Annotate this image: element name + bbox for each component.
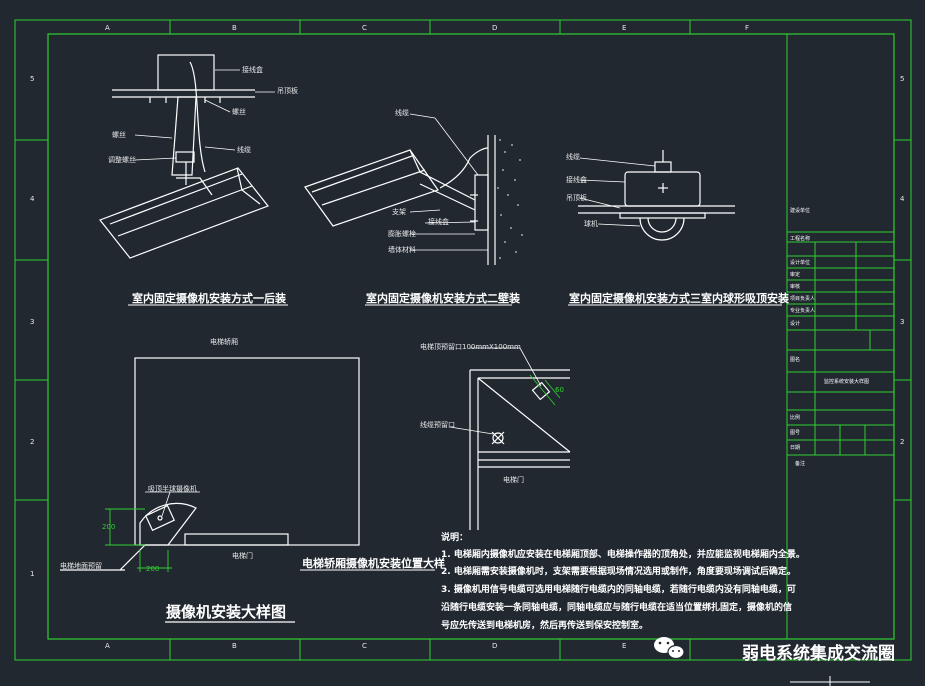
fig1-label-adj-screw: 调整螺丝 — [108, 156, 136, 164]
grid-col-b-bottom: B — [232, 642, 237, 650]
title-block-frame — [786, 34, 894, 639]
fig3-label-1: 线缆 — [566, 153, 580, 161]
grid-col-a-bottom: A — [105, 642, 110, 650]
fig1-leaders — [134, 69, 275, 161]
notes-line-5: 号应先传送到电梯机房，然后再传送到保安控制室。 — [441, 621, 649, 631]
fig4-door-label: 电梯门 — [232, 552, 253, 560]
fig2-wall-hatch — [497, 139, 523, 259]
notes-line-2: 2. 电梯厢需安装摄像机时，支架需要根据现场情况选用或制作，角度要现场调试后确定… — [441, 567, 796, 577]
inner-border — [47, 33, 895, 640]
tb-r14: 备注 — [795, 461, 806, 467]
fig2-label-cable: 线缆 — [395, 109, 409, 117]
grid-row-5: 5 — [30, 75, 35, 83]
fig1-label-ceiling: 吊顶板 — [277, 87, 298, 95]
fig5-leaders — [449, 347, 542, 435]
fig3-title: 室内固定摄像机安装方式三室内球形吸顶安装 — [569, 292, 789, 305]
fig4-camera-note: 吸顶半球摄像机 — [148, 485, 197, 493]
grid-row-4: 4 — [30, 195, 35, 203]
fig4-drawing — [60, 357, 360, 571]
tb-r13: 日期 — [790, 445, 801, 451]
wechat-icon — [654, 637, 685, 660]
fig2-label-anchor: 膨胀螺栓 — [388, 230, 416, 238]
notes-line-1: 1. 电梯厢内摄像机应安装在电梯厢顶部、电梯操作器的顶角处，并应能监视电梯厢内全… — [441, 550, 805, 560]
fig2-leaders — [409, 113, 488, 251]
fig3-drawing — [578, 150, 735, 241]
fig3-leaders — [579, 157, 656, 227]
fig2-label-box: 接线盒 — [428, 218, 449, 226]
fig4-elevator-label: 电梯轿厢 — [210, 338, 238, 346]
fig4-dim-h: 200 — [146, 565, 160, 573]
notes-heading: 说明： — [441, 533, 469, 543]
grid-row-4-right: 4 — [900, 195, 905, 203]
fig5-drawing — [469, 369, 571, 530]
fig3-label-2: 接线盒 — [566, 176, 587, 184]
grid-col-b: B — [232, 24, 237, 32]
fig5-top-note: 电梯顶预留口100mmX100mm — [420, 343, 521, 351]
grid-col-e: E — [622, 24, 627, 32]
grid-col-a: A — [105, 24, 110, 32]
grid-row-2: 2 — [30, 438, 35, 446]
fig3-label-3: 吊顶板 — [566, 194, 587, 202]
fig2-label-wall: 墙体材料 — [388, 246, 416, 254]
watermark-text: 弱电系统集成交流圈 — [742, 644, 895, 664]
grid-row-5-right: 5 — [900, 75, 905, 83]
tb-r5: 审核 — [790, 284, 801, 290]
tb-r9: 图名 — [790, 357, 801, 363]
fig4-title: 摄像机安装大样图 — [166, 603, 287, 621]
fig5-title: 电梯轿厢摄像机安装位置大样 — [302, 557, 445, 570]
fig4-floor-label: 电梯地面预留 — [60, 562, 102, 570]
fig2-title: 室内固定摄像机安装方式二壁装 — [366, 292, 520, 305]
tb-r11: 比例 — [790, 415, 801, 421]
fig1-label-cable: 线缆 — [237, 146, 251, 154]
fig4-leaders — [145, 491, 200, 517]
tb-r10: 监控系统安装大样图 — [824, 379, 870, 385]
grid-ticks — [15, 20, 911, 660]
tb-r6: 项目负责人 — [790, 296, 816, 302]
fig1-label-screw-a: 螺丝 — [112, 131, 126, 139]
grid-col-d: D — [492, 24, 498, 32]
grid-row-3-right: 3 — [900, 318, 905, 326]
fig1-label-screw-b: 螺丝 — [232, 108, 246, 116]
tb-r2: 工程名称 — [790, 236, 811, 242]
grid-row-2-right: 2 — [900, 438, 905, 446]
fig2-drawing — [304, 135, 496, 265]
fig5-dimensions — [529, 374, 561, 406]
fig5-left-note: 线缆预留口 — [420, 421, 455, 429]
fig4-dimensions — [105, 508, 172, 572]
fig2-label-bracket: 支架 — [392, 208, 406, 216]
tb-r3: 设计单位 — [790, 260, 811, 266]
tb-r8: 设计 — [790, 321, 801, 327]
grid-col-f: F — [745, 24, 750, 32]
fig5-door-label: 电梯门 — [503, 476, 524, 484]
notes-line-4: 沿随行电缆安装一条同轴电缆，同轴电缆应与随行电缆在适当位置绑扎固定，摄像机的信 — [441, 603, 793, 613]
crosshair-icon — [790, 676, 870, 686]
tb-r7: 专业负责人 — [790, 308, 816, 314]
notes-line-3: 3. 摄像机用信号电缆可选用电梯随行电缆内的同轴电缆，若随行电缆内没有同轴电缆，… — [441, 585, 796, 595]
grid-row-1: 1 — [30, 570, 35, 578]
grid-col-d-bottom: D — [492, 642, 498, 650]
fig1-title: 室内固定摄像机安装方式一后装 — [132, 292, 286, 305]
tb-r12: 图号 — [790, 430, 801, 436]
fig1-label-junction-box: 接线盒 — [242, 66, 263, 74]
fig1-drawing — [99, 54, 269, 259]
grid-col-e-bottom: E — [622, 642, 627, 650]
tb-r4: 审定 — [790, 272, 801, 278]
outer-border — [14, 19, 912, 661]
grid-col-c: C — [362, 24, 367, 32]
fig5-dim: 60 — [555, 386, 564, 394]
fig3-label-4: 球机 — [584, 220, 598, 228]
grid-col-c-bottom: C — [362, 642, 367, 650]
grid-row-3: 3 — [30, 318, 35, 326]
fig4-dim-v: 200 — [102, 523, 116, 531]
tb-r1: 建设单位 — [790, 208, 811, 214]
